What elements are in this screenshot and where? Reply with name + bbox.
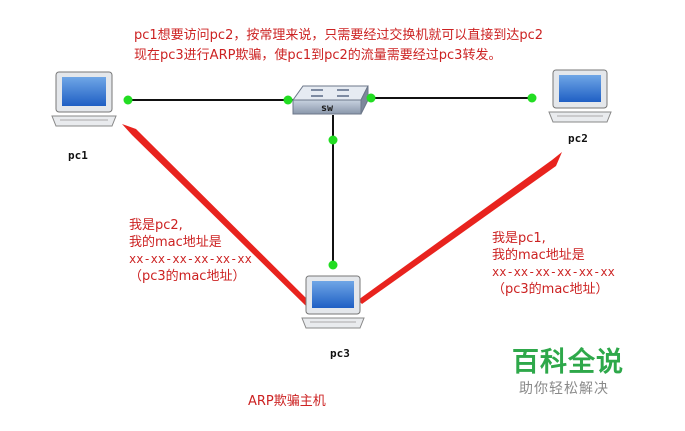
scenario-description: pc1想要访问pc2，按常理来说，只需要经过交换机就可以直接到达pc2 现在pc…: [134, 26, 543, 66]
port-dot-pc2: [527, 93, 537, 103]
pc1-computer-icon[interactable]: [51, 71, 117, 127]
pc2-label: pc2: [568, 132, 588, 145]
spoof-claim-to-pc1: 我是pc2, 我的mac地址是 xx-xx-xx-xx-xx-xx （pc3的m…: [129, 217, 252, 285]
arrow-pc3-to-pc1: [122, 124, 310, 306]
claim-pc2-line-2: 我的mac地址是: [492, 248, 585, 263]
port-dot-switch-left: [283, 95, 293, 105]
pc3-label: pc3: [330, 347, 350, 360]
spoof-claim-to-pc2: 我是pc1, 我的mac地址是 xx-xx-xx-xx-xx-xx （pc3的m…: [492, 230, 615, 298]
port-dot-pc1: [123, 95, 133, 105]
port-dot-pc3: [328, 260, 338, 270]
arrow-pc3-to-pc2: [358, 152, 562, 304]
pc1-label: pc1: [68, 149, 88, 162]
claim-pc2-line-1: 我是pc1,: [492, 231, 546, 246]
port-dot-switch-right: [366, 93, 376, 103]
claim-pc2-mac: xx-xx-xx-xx-xx-xx: [492, 265, 615, 279]
link-dots: [123, 93, 537, 270]
watermark-logo: 百科全说: [512, 347, 624, 378]
claim-pc1-mac: xx-xx-xx-xx-xx-xx: [129, 252, 252, 266]
switch-icon[interactable]: sw: [292, 85, 369, 115]
pc3-computer-icon[interactable]: [301, 275, 365, 329]
description-line-1: pc1想要访问pc2，按常理来说，只需要经过交换机就可以直接到达pc2: [134, 28, 544, 43]
description-line-2: 现在pc3进行ARP欺骗，使pc1到pc2的流量需要经过pc3转发。: [134, 48, 502, 63]
spoof-host-caption: ARP欺骗主机: [248, 394, 326, 409]
pc2-computer-icon[interactable]: [548, 69, 612, 123]
spoof-arrows: [122, 124, 562, 306]
claim-pc2-line-4: （pc3的mac地址）: [492, 282, 609, 297]
watermark-slogan: 助你轻松解决: [519, 381, 609, 397]
switch-label: sw: [321, 103, 334, 114]
claim-pc1-line-2: 我的mac地址是: [129, 235, 222, 250]
port-dot-switch-bottom: [328, 135, 338, 145]
claim-pc1-line-1: 我是pc2,: [129, 218, 183, 233]
claim-pc1-line-4: （pc3的mac地址）: [129, 269, 246, 284]
